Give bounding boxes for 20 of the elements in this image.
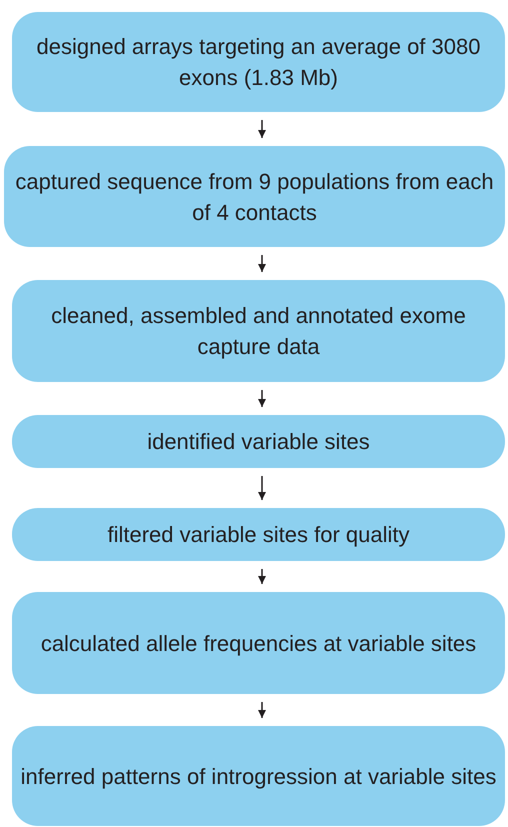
arrow — [258, 120, 266, 138]
arrow — [258, 390, 266, 407]
process-box — [12, 726, 505, 826]
step-text: captured sequence from 9 populations from each of 4 contacts — [14, 168, 495, 226]
process-box — [12, 592, 505, 694]
step-text: designed arrays targeting an average of 3080 exons (1.83 Mb) — [36, 33, 482, 92]
step-text: identified variable sites — [147, 428, 370, 456]
process-box — [12, 415, 505, 468]
step-text: cleaned, assembled and annotated exome capture data — [50, 302, 467, 361]
process-box — [12, 508, 505, 561]
process-box — [12, 280, 505, 382]
step-text: calculated allele frequencies at variable sites — [40, 630, 476, 658]
arrow — [258, 702, 266, 718]
step-text: inferred patterns of introgression at variable sites — [20, 762, 496, 791]
step-text: filtered variable sites for quality — [107, 521, 410, 549]
process-box — [4, 146, 505, 247]
arrow — [258, 569, 266, 584]
process-box — [12, 12, 505, 112]
arrow — [258, 255, 266, 272]
arrow — [258, 476, 266, 500]
